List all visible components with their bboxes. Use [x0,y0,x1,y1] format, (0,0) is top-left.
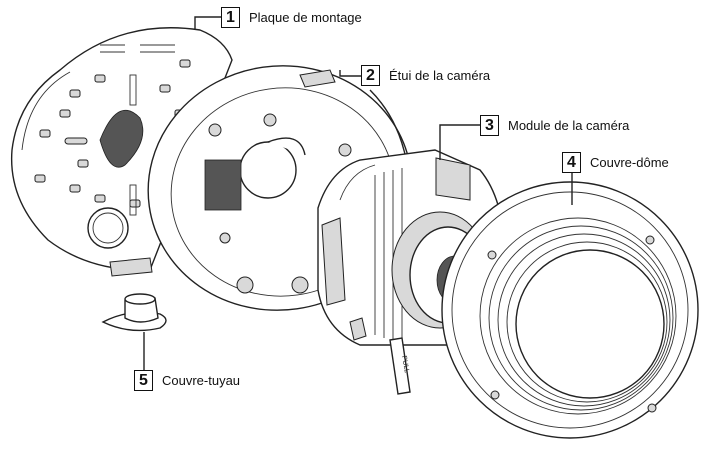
callout-number-1: 1 [221,7,240,28]
pull-tab-text: PULL [400,355,410,374]
callout-number-4: 4 [562,152,581,173]
callout-label-mounting-plate: Plaque de montage [249,10,362,25]
callout-label-dome-cover: Couvre-dôme [590,155,669,170]
callout-camera-housing: 2 Étui de la caméra [361,65,490,86]
callout-dome-cover: 4 Couvre-dôme [562,152,669,173]
callout-pipe-cover: 5 Couvre-tuyau [134,370,240,391]
callout-label-camera-module: Module de la caméra [508,118,630,133]
callout-mounting-plate: 1 Plaque de montage [221,7,362,28]
callout-number-3: 3 [480,115,499,136]
pipe-cover [101,293,167,332]
callout-label-pipe-cover: Couvre-tuyau [162,373,241,388]
callout-camera-module: 3 Module de la caméra [480,115,629,136]
mounting-plate [10,27,233,277]
callout-label-camera-housing: Étui de la caméra [389,68,491,83]
callout-number-2: 2 [361,65,380,86]
dome-cover [441,181,699,439]
callout-number-5: 5 [134,370,153,391]
